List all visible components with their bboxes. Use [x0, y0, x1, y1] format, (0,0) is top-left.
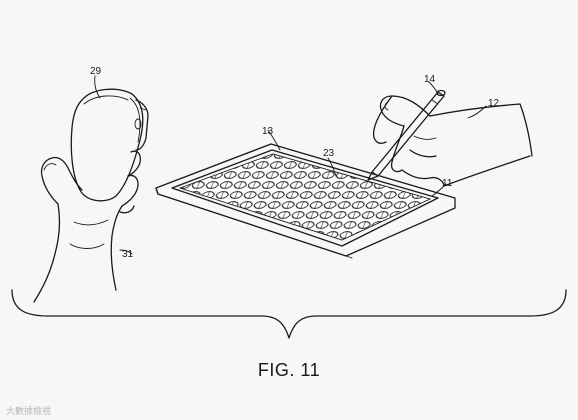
- figure-caption: FIG. 11: [258, 360, 320, 380]
- label-tablet-screen: 11: [442, 178, 453, 189]
- leader-lines: [94, 75, 487, 255]
- knit-keyboard-area: [178, 153, 432, 241]
- tablet-illustration: [155, 143, 456, 259]
- label-keyboard-area: 23: [323, 148, 335, 159]
- stylus-illustration: [367, 89, 446, 181]
- label-stylus: 14: [424, 74, 436, 85]
- watermark-text: 大數據檢視: [6, 407, 52, 417]
- left-hand-illustration: [33, 150, 142, 303]
- right-hand-illustration: [372, 95, 533, 187]
- label-left-hand: 31: [122, 249, 134, 260]
- label-phone: 29: [90, 66, 102, 77]
- grouping-brace: [11, 289, 567, 339]
- phone-illustration: [70, 88, 149, 202]
- label-tablet-frame: 13: [262, 126, 274, 137]
- label-right-hand: 12: [488, 98, 500, 109]
